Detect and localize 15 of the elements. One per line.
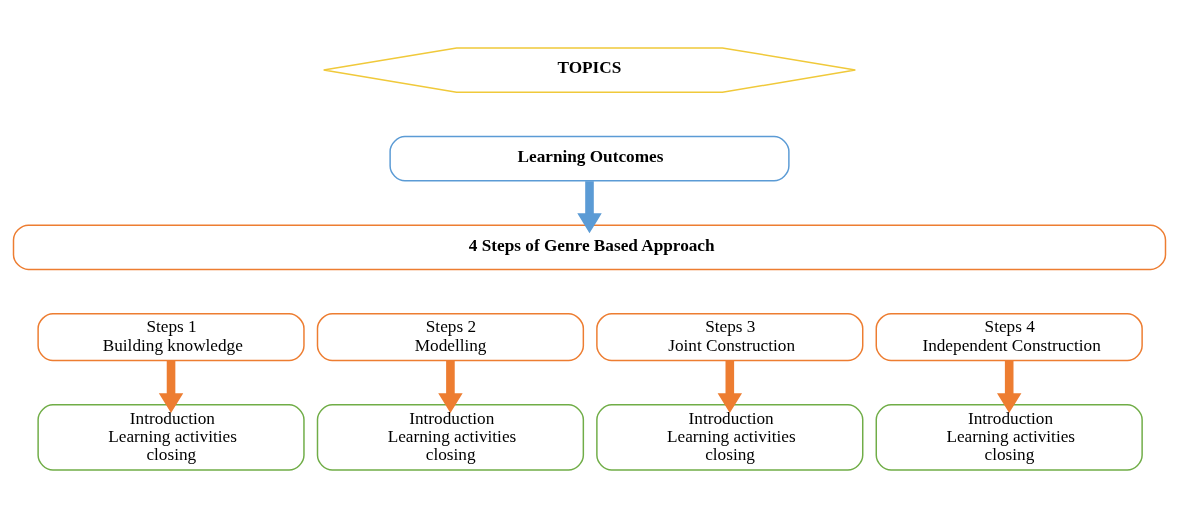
node-box: Introduction Learning activities closing [596, 403, 864, 471]
node-box: Steps 2 Modelling [316, 312, 585, 361]
node-box: Introduction Learning activities closing [37, 403, 305, 471]
arrow [438, 360, 463, 413]
arrow [577, 180, 602, 233]
node-box: Introduction Learning activities closing [316, 403, 585, 471]
arrow [717, 360, 743, 413]
node-box: Steps 3 Joint Construction [596, 312, 864, 361]
arrow [997, 360, 1022, 413]
node-box: Steps 4 Independent Construction [875, 312, 1143, 361]
node-box: Steps 1 Building knowledge [37, 312, 305, 361]
node-box: 4 Steps of Genre Based Approach [12, 223, 1167, 270]
node-box: Learning Outcomes [389, 135, 790, 182]
node-box: Introduction Learning activities closing [875, 403, 1143, 471]
arrow [158, 360, 184, 413]
